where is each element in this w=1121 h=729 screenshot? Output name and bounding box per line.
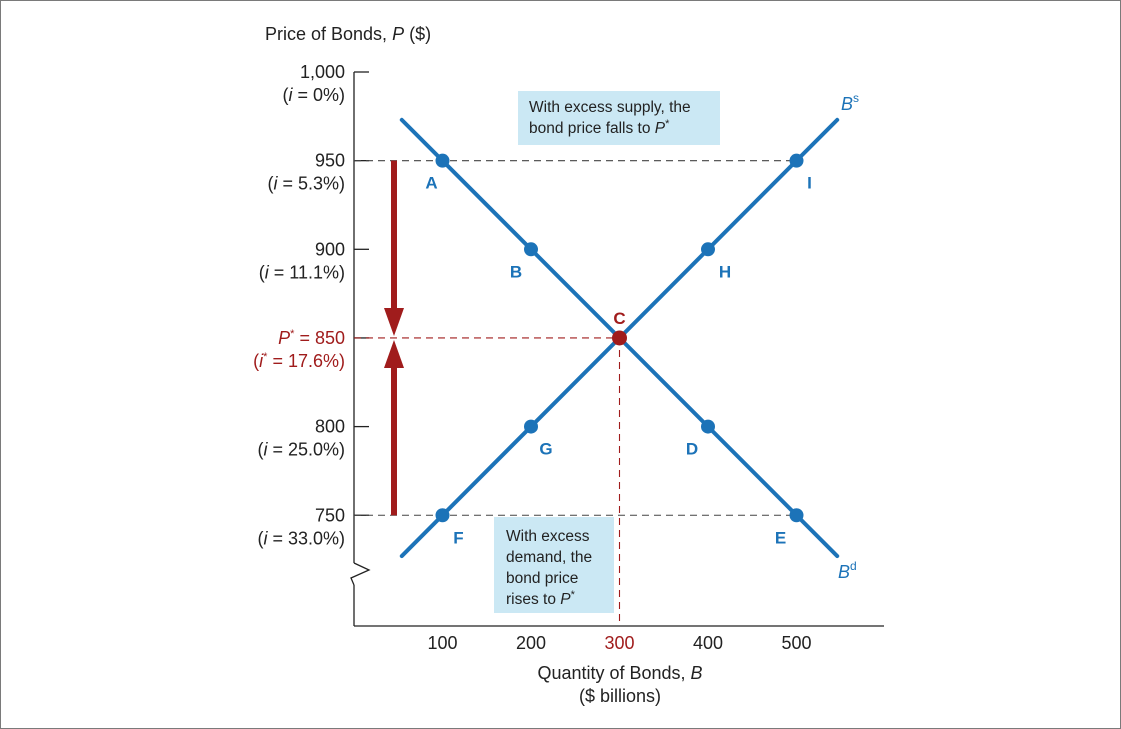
y-tick-rate: (i = 25.0%) xyxy=(257,440,345,460)
point-label: D xyxy=(686,440,698,459)
y-tick-label: 750 xyxy=(315,505,345,525)
point-label: E xyxy=(775,528,786,547)
arrow-up-head xyxy=(384,339,404,368)
y-tick-rate: (i = 0%) xyxy=(282,85,345,105)
supply-curve-label: Bs xyxy=(841,91,859,114)
point-label: I xyxy=(807,174,812,193)
x-tick-label: 200 xyxy=(516,633,546,653)
excess-demand-box xyxy=(494,517,614,613)
y-tick-rate: (i = 33.0%) xyxy=(257,528,345,548)
equilibrium-point xyxy=(612,330,627,346)
y-tick-label: P* = 850 xyxy=(278,328,345,348)
x-tick-label: 500 xyxy=(781,633,811,653)
equilibrium-label: C xyxy=(613,309,625,328)
y-tick-rate: (i* = 17.6%) xyxy=(253,351,345,371)
arrow-down-head xyxy=(384,307,404,336)
point-label: H xyxy=(719,262,731,281)
data-point xyxy=(789,153,804,168)
point-label: B xyxy=(510,262,522,281)
point-label: F xyxy=(453,528,463,547)
x-axis-title: Quantity of Bonds, B xyxy=(537,663,702,683)
data-point xyxy=(789,508,804,523)
y-tick-label: 900 xyxy=(315,239,345,259)
x-axis-title-unit: ($ billions) xyxy=(579,686,661,706)
y-axis-title: Price of Bonds, P ($) xyxy=(265,24,431,44)
x-tick-label: 400 xyxy=(693,633,723,653)
data-point xyxy=(701,242,715,257)
y-tick-rate: (i = 5.3%) xyxy=(267,174,345,194)
point-label: A xyxy=(425,174,437,193)
y-tick-label: 950 xyxy=(315,151,345,171)
data-point xyxy=(435,153,450,168)
excess-supply-box xyxy=(518,91,720,145)
data-point xyxy=(435,508,450,523)
y-axis-break xyxy=(350,562,371,586)
data-point xyxy=(524,242,538,257)
point-label: G xyxy=(539,440,552,459)
data-point xyxy=(701,419,715,434)
y-tick-label: 800 xyxy=(315,417,345,437)
y-tick-label: 1,000 xyxy=(300,62,345,82)
x-tick-label: 300 xyxy=(604,633,634,653)
y-tick-rate: (i = 11.1%) xyxy=(259,262,345,282)
data-point xyxy=(524,419,538,434)
x-tick-label: 100 xyxy=(427,633,457,653)
demand-curve-label: Bd xyxy=(838,559,857,582)
